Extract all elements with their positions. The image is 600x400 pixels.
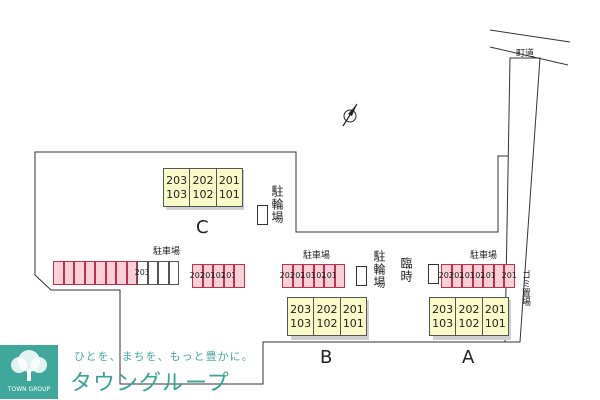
- slot-left-8: [126, 261, 137, 285]
- slot-b-6: [334, 264, 345, 288]
- road-label: 町道: [516, 49, 535, 59]
- slot-cl-3: 102: [211, 264, 226, 288]
- bike-box-c: [257, 205, 268, 225]
- slot-cl-2: 201: [200, 264, 215, 288]
- garbage-label: ゴミ置場: [520, 270, 530, 306]
- logo-name: タウングループ: [70, 371, 230, 396]
- slot-b-4: 102: [311, 264, 326, 288]
- slot-cl-1: 202: [190, 264, 205, 288]
- road-edge-top: [489, 29, 571, 43]
- logo-group-text: TOWN GROUP: [7, 386, 51, 393]
- garbage-box: [428, 264, 439, 284]
- slot-left-11: [158, 261, 169, 285]
- slot-left-12: [168, 261, 179, 285]
- site-lot: [34, 151, 521, 385]
- slot-a-5: 101: [481, 264, 496, 288]
- slot-a-2: 202: [449, 264, 464, 288]
- slot-a-1: 203: [439, 264, 454, 288]
- parking-label-b: 駐車場: [303, 251, 331, 261]
- slot-a-3: 103: [460, 264, 475, 288]
- slot-b-3: 103: [301, 264, 316, 288]
- slot-left-2: [63, 261, 74, 285]
- bike-label-b: 駐輪場: [372, 250, 386, 289]
- logo-tagline: ひとを、まちを、もっと豊かに。: [74, 350, 254, 363]
- parking-label-left: 駐車場: [153, 247, 181, 257]
- town-group-logo-icon: [0, 345, 58, 399]
- parking-row-left: 203: [53, 261, 179, 285]
- slot-a-4: 102: [470, 264, 485, 288]
- slot-left-203: 203: [135, 261, 150, 285]
- building-b-label: B: [320, 347, 333, 368]
- slot-b-2: 202: [290, 264, 305, 288]
- north-arrow-icon: [342, 103, 358, 127]
- slot-left-3: [74, 261, 85, 285]
- slot-cl-4: 101: [221, 264, 236, 288]
- bike-box-b: [356, 266, 367, 286]
- bike-label-c: 駐輪場: [270, 185, 284, 224]
- slot-b-1: 203: [280, 264, 295, 288]
- slot-left-7: [116, 261, 127, 285]
- slot-b-5: 101: [322, 264, 337, 288]
- parking-row-center-left: 202 201 102 101: [190, 264, 245, 288]
- parking-label-a: 駐車場: [470, 251, 498, 261]
- slot-left-6: [105, 261, 116, 285]
- slot-a-6: [493, 264, 504, 288]
- slot-a-201: 201: [502, 264, 517, 288]
- slot-left-1: [53, 261, 64, 285]
- parking-row-b: 203 202 103 102 101: [280, 264, 345, 288]
- slot-left-4: [84, 261, 95, 285]
- slot-left-10: [147, 261, 158, 285]
- building-a-label: A: [462, 347, 475, 368]
- parking-row-a: 203 202 103 102 101 201: [439, 264, 517, 288]
- lot-cover-top: [297, 150, 497, 230]
- slot-cl-5: [234, 264, 245, 288]
- temporary-parking-label: 臨時: [399, 257, 413, 283]
- slot-left-5: [95, 261, 106, 285]
- road-edge-bottom: [489, 46, 569, 66]
- building-c-label: C: [196, 217, 209, 238]
